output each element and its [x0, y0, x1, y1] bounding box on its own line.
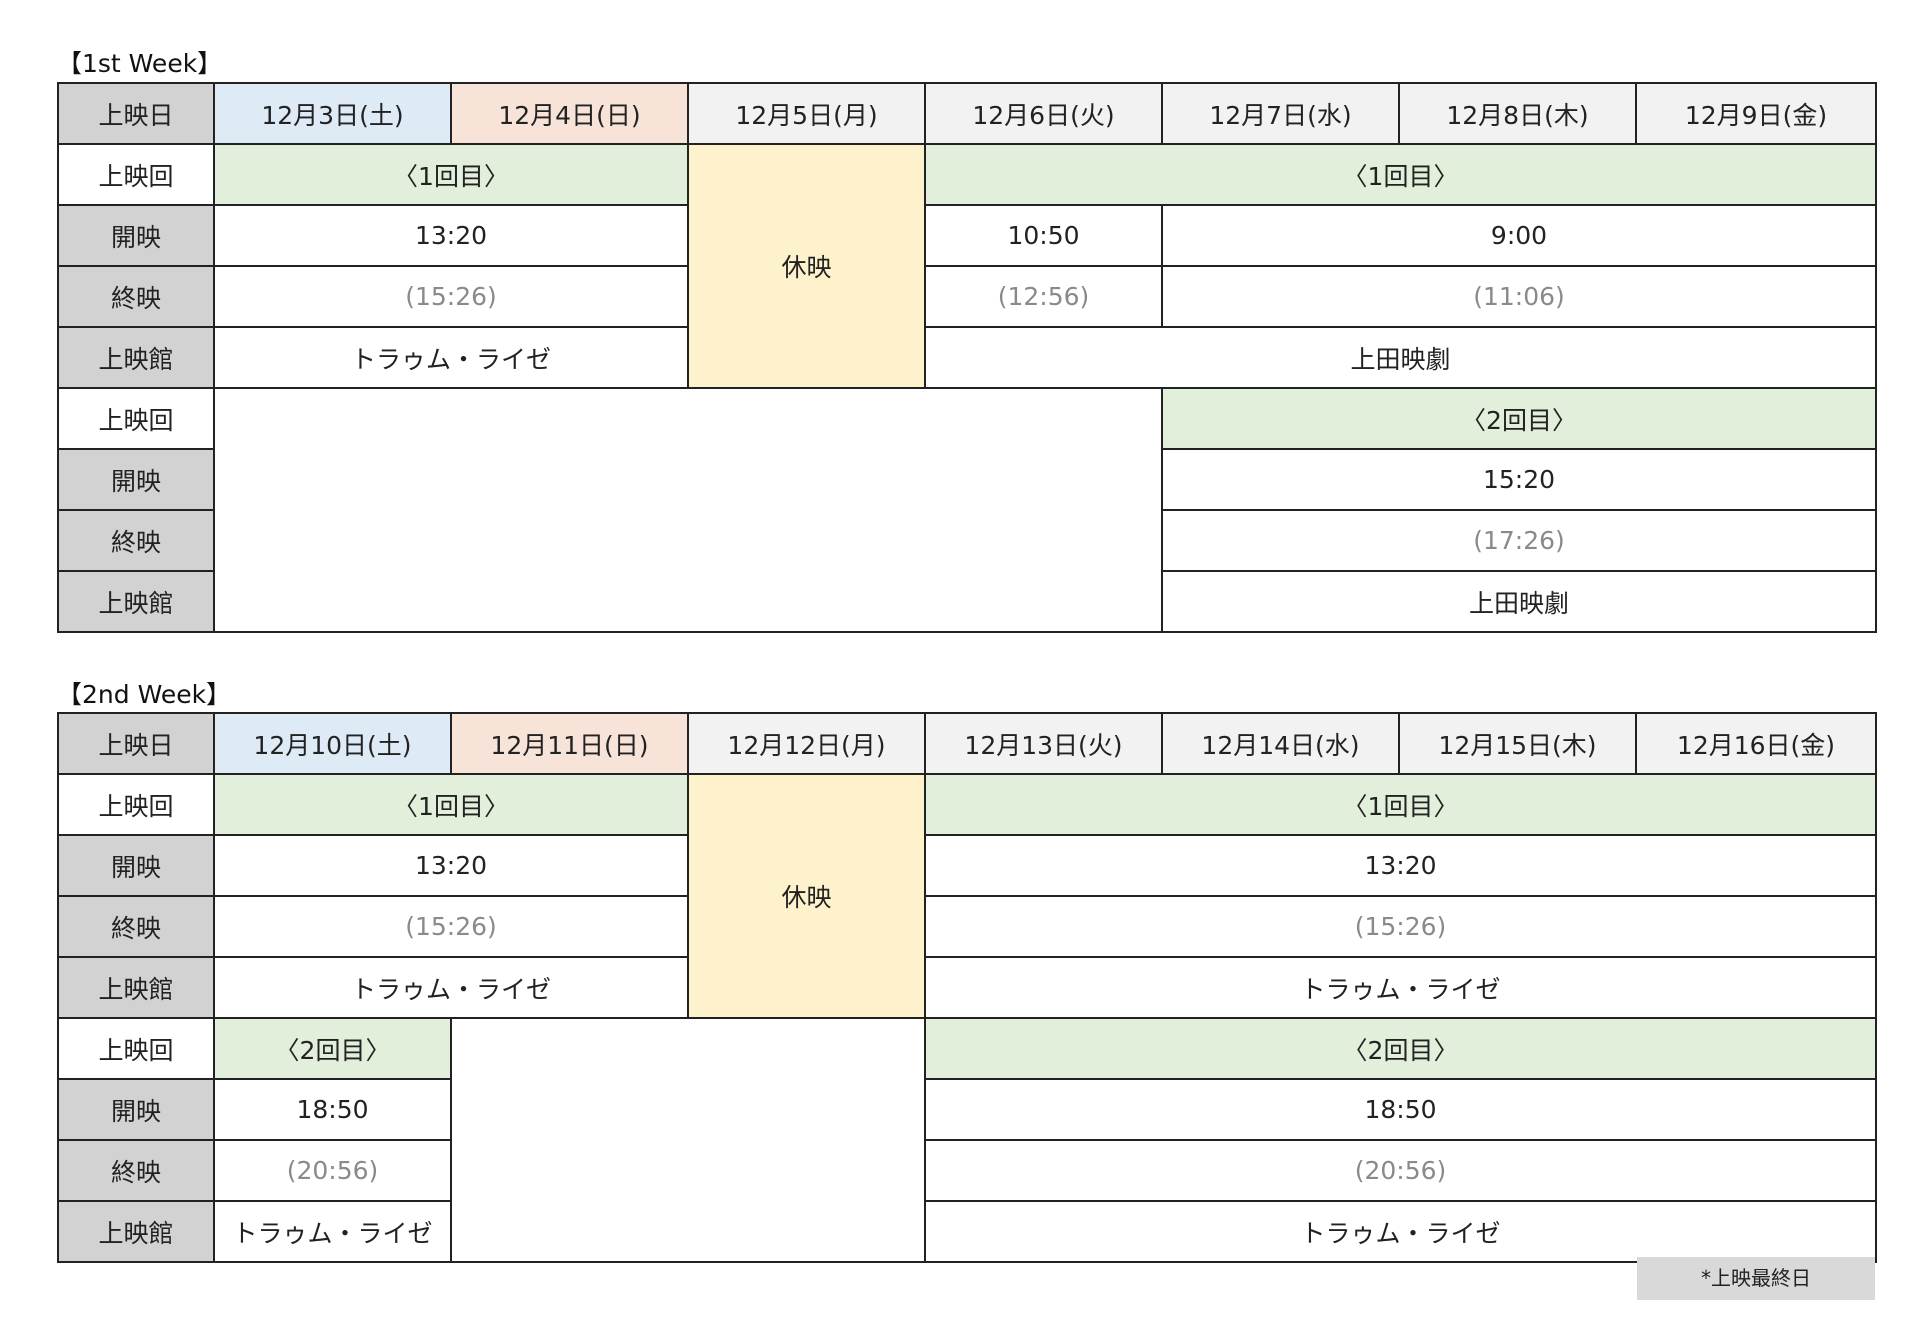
week2-end2-row: 終映 (20:56) (20:56): [57, 1139, 1877, 1202]
week2-start-label: 開映: [57, 834, 215, 897]
week2-date-wed: 12月14日(水): [1161, 712, 1400, 775]
week1-tue-end1: (12:56): [924, 265, 1163, 328]
week1-start-label-2: 開映: [57, 448, 215, 511]
week1-start2-row: 開映 15:20: [57, 448, 1877, 511]
week2-date-mon: 12月12日(月): [687, 712, 926, 775]
week1-start2: 15:20: [1161, 448, 1877, 511]
week1-round-label-2: 上映回: [57, 387, 215, 450]
week2-weekday-start2: 18:50: [924, 1078, 1877, 1141]
week2-weekday-round2: 〈2回目〉: [924, 1017, 1877, 1080]
week2-end-label-2: 終映: [57, 1139, 215, 1202]
week2-start2-row: 開映 18:50 18:50: [57, 1078, 1877, 1141]
week1-date-sun: 12月4日(日): [450, 82, 689, 145]
week1-round1-row: 上映回 〈1回目〉 休映 〈1回目〉: [57, 143, 1877, 389]
week2-venue-label-2: 上映館: [57, 1200, 215, 1263]
week1-date-sat: 12月3日(土): [213, 82, 452, 145]
week2-schedule-table: 上映日 12月10日(土) 12月11日(日) 12月12日(月) 12月13日…: [57, 712, 1877, 1263]
week1-date-mon: 12月5日(月): [687, 82, 926, 145]
week1-venue2: 上田映劇: [1161, 570, 1877, 633]
last-day-note: *上映最終日: [1637, 1257, 1875, 1300]
week1-date-fri: 12月9日(金): [1635, 82, 1877, 145]
week1-closed-cell: 休映: [687, 143, 926, 389]
week2-empty-area: [450, 1017, 926, 1263]
week1-date-thu: 12月8日(木): [1398, 82, 1637, 145]
week1-venue1-row: 上映館 トラゥム・ライゼ 上田映劇: [57, 326, 1877, 389]
week1-weekend-round1: 〈1回目〉: [213, 143, 689, 206]
week2-closed-cell: 休映: [687, 773, 926, 1019]
week1-header-label: 上映日: [57, 82, 215, 145]
week1-end2-row: 終映 (17:26): [57, 509, 1877, 572]
week1-schedule-table: 上映日 12月3日(土) 12月4日(日) 12月5日(月) 12月6日(火) …: [57, 82, 1877, 633]
week2-header-label: 上映日: [57, 712, 215, 775]
week2-weekday-venue2: トラゥム・ライゼ: [924, 1200, 1877, 1263]
week2-start1-row: 開映 13:20 13:20: [57, 834, 1877, 897]
week2-date-tue: 12月13日(火): [924, 712, 1163, 775]
week1-end-label-2: 終映: [57, 509, 215, 572]
week1-tue-start1: 10:50: [924, 204, 1163, 267]
week1-end2: (17:26): [1161, 509, 1877, 572]
week1-date-wed: 12月7日(水): [1161, 82, 1400, 145]
week1-round2: 〈2回目〉: [1161, 387, 1877, 450]
week2-weekday-end1: (15:26): [924, 895, 1877, 958]
week2-weekday-venue1: トラゥム・ライゼ: [924, 956, 1877, 1019]
week1-venue2-row: 上映館 上田映劇: [57, 570, 1877, 633]
week2-sat-start2: 18:50: [213, 1078, 452, 1141]
week1-date-tue: 12月6日(火): [924, 82, 1163, 145]
week1-venue-label-2: 上映館: [57, 570, 215, 633]
week1-wedfri-end1: (11:06): [1161, 265, 1877, 328]
week2-venue1-row: 上映館 トラゥム・ライゼ トラゥム・ライゼ: [57, 956, 1877, 1019]
week1-weekday-round1: 〈1回目〉: [924, 143, 1877, 206]
week2-sat-round2: 〈2回目〉: [213, 1017, 452, 1080]
week1-empty-area: [213, 387, 1163, 633]
week1-end1-row: 終映 (15:26) (12:56) (11:06): [57, 265, 1877, 328]
week2-round-label-2: 上映回: [57, 1017, 215, 1080]
week2-date-fri: 12月16日(金): [1635, 712, 1877, 775]
week2-title: 【2nd Week】: [57, 680, 232, 709]
week2-weekday-round1: 〈1回目〉: [924, 773, 1877, 836]
week1-round-label: 上映回: [57, 143, 215, 206]
week1-title: 【1st Week】: [57, 49, 223, 78]
week2-end1-row: 終映 (15:26) (15:26): [57, 895, 1877, 958]
week2-weekend-round1: 〈1回目〉: [213, 773, 689, 836]
week2-date-sat: 12月10日(土): [213, 712, 452, 775]
week1-weekend-end1: (15:26): [213, 265, 689, 328]
week1-venue-label: 上映館: [57, 326, 215, 389]
week2-weekday-end2: (20:56): [924, 1139, 1877, 1202]
week2-weekend-end1: (15:26): [213, 895, 689, 958]
week1-wedfri-start1: 9:00: [1161, 204, 1877, 267]
week2-venue-label: 上映館: [57, 956, 215, 1019]
week1-start1-row: 開映 13:20 10:50 9:00: [57, 204, 1877, 267]
week2-sat-venue2: トラゥム・ライゼ: [213, 1200, 452, 1263]
week2-weekday-start1: 13:20: [924, 834, 1877, 897]
week1-weekend-venue1: トラゥム・ライゼ: [213, 326, 689, 389]
week2-sat-end2: (20:56): [213, 1139, 452, 1202]
week2-end-label: 終映: [57, 895, 215, 958]
week2-round-label: 上映回: [57, 773, 215, 836]
week1-header-row: 上映日 12月3日(土) 12月4日(日) 12月5日(月) 12月6日(火) …: [57, 82, 1877, 145]
week2-weekend-start1: 13:20: [213, 834, 689, 897]
week1-weekend-start1: 13:20: [213, 204, 689, 267]
week2-round1-row: 上映回 〈1回目〉 休映 〈1回目〉: [57, 773, 1877, 1019]
week1-weekday-venue1: 上田映劇: [924, 326, 1877, 389]
week1-end-label: 終映: [57, 265, 215, 328]
week1-start-label: 開映: [57, 204, 215, 267]
week2-venue2-row: 上映館 トラゥム・ライゼ トラゥム・ライゼ: [57, 1200, 1877, 1263]
week2-date-sun: 12月11日(日): [450, 712, 689, 775]
week2-start-label-2: 開映: [57, 1078, 215, 1141]
week1-round2-row: 上映回 〈2回目〉: [57, 387, 1877, 633]
week2-date-thu: 12月15日(木): [1398, 712, 1637, 775]
week2-header-row: 上映日 12月10日(土) 12月11日(日) 12月12日(月) 12月13日…: [57, 712, 1877, 775]
week2-weekend-venue1: トラゥム・ライゼ: [213, 956, 689, 1019]
week2-round2-row: 上映回 〈2回目〉 〈2回目〉: [57, 1017, 1877, 1263]
